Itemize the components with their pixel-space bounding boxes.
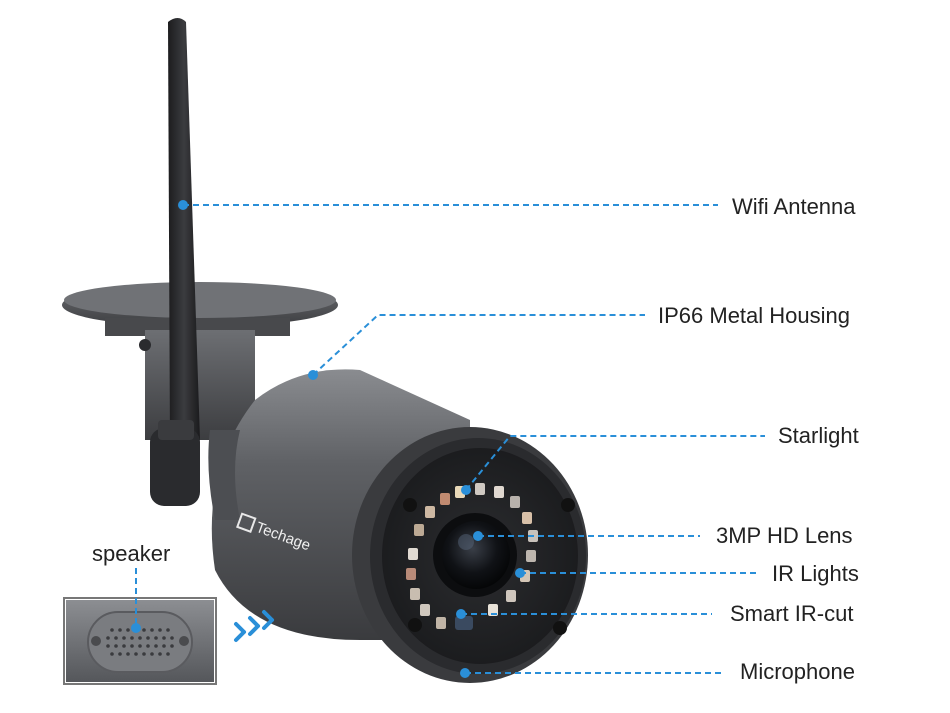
light-sensor	[455, 616, 473, 630]
wall-mount	[62, 282, 338, 474]
led-ring	[406, 483, 538, 629]
label-microphone: Microphone	[740, 659, 855, 684]
leader-metal-housing	[312, 314, 645, 376]
screw-bottom-left	[408, 618, 422, 632]
screw-top-right	[561, 498, 575, 512]
antenna	[150, 18, 200, 506]
label-starlight: Starlight	[778, 423, 859, 448]
label-metal-housing: IP66 Metal Housing	[658, 303, 850, 328]
screw-bottom-right	[553, 621, 567, 635]
chevron-arrows-icon	[234, 610, 274, 642]
leader-dots	[131, 200, 525, 678]
label-speaker: speaker	[92, 541, 171, 566]
screw-top-left	[403, 498, 417, 512]
speaker-inset	[63, 597, 217, 685]
leader-starlight	[465, 435, 765, 491]
label-ir-lights: IR Lights	[772, 561, 859, 586]
label-hd-lens: 3MP HD Lens	[716, 523, 853, 548]
label-wifi-antenna: Wifi Antenna	[732, 194, 856, 219]
leader-lines	[135, 204, 765, 674]
label-smart-ir-cut: Smart IR-cut	[730, 601, 854, 626]
lens	[433, 513, 517, 597]
